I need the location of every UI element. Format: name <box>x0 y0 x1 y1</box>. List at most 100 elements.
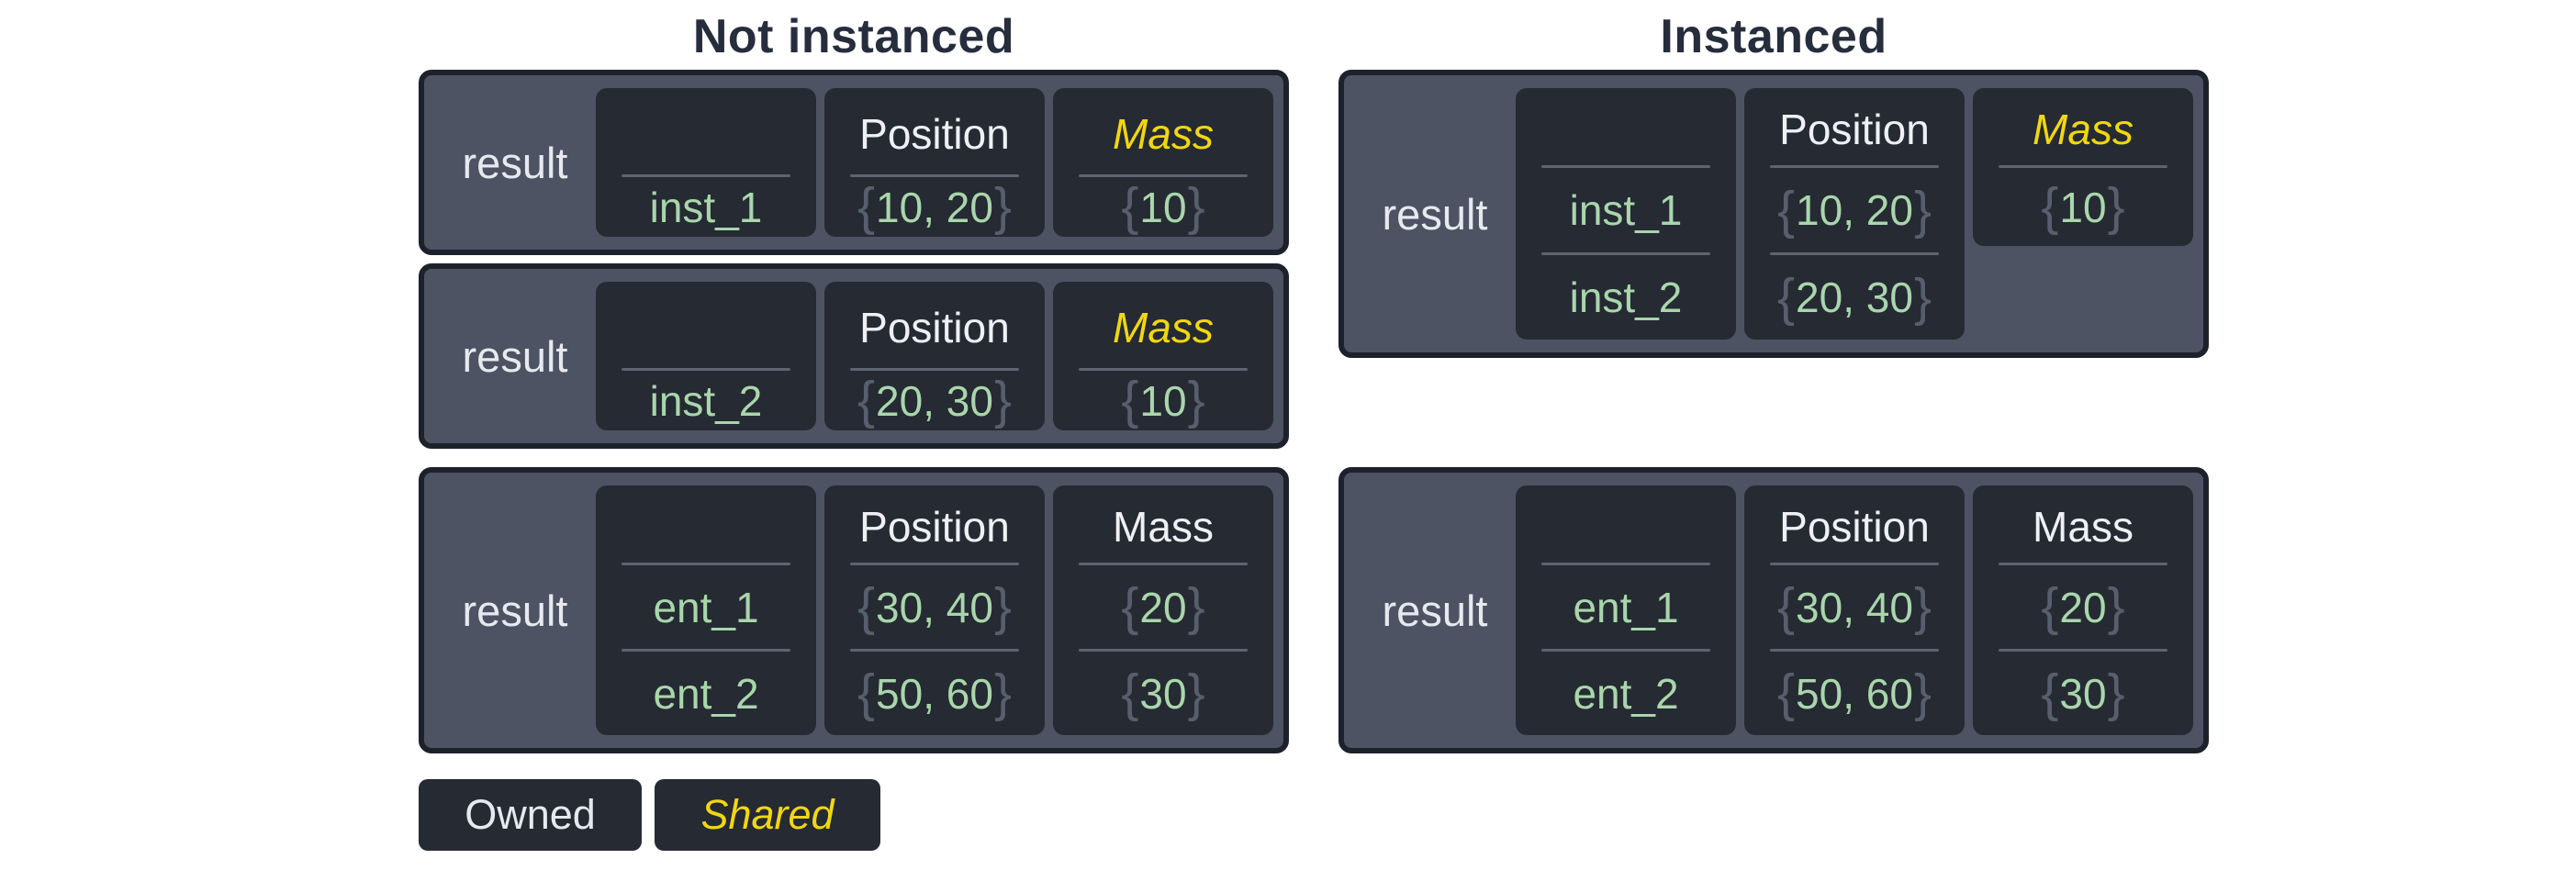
cell-divider <box>1079 174 1248 177</box>
open-brace: { <box>1121 371 1139 429</box>
position-value: {50, 60} <box>832 652 1037 735</box>
open-brace: { <box>1121 664 1139 722</box>
cell-divider <box>622 563 790 565</box>
position-header: Position <box>859 304 1010 351</box>
entity-name: ent_1 <box>653 583 759 631</box>
close-brace: } <box>1187 664 1205 722</box>
cell-divider <box>1079 368 1248 371</box>
value-text: 20 <box>1139 583 1187 631</box>
mass-cell: Mass {20} {30} <box>1053 485 1273 735</box>
result-box-not-instanced-2: result inst_2 Position {20, 30} Mass {10… <box>419 263 1289 449</box>
close-brace: } <box>1913 180 1932 240</box>
close-brace: } <box>993 664 1012 722</box>
entity-cell: inst_1 <box>596 88 816 237</box>
cell-divider <box>622 174 790 177</box>
position-value: {30, 40} <box>1752 565 1957 649</box>
value-text: 30, 40 <box>1796 583 1913 631</box>
cell-divider <box>1079 563 1248 565</box>
result-box-not-instanced-1: result inst_1 Position {10, 20} Mass {10… <box>419 70 1289 255</box>
mass-header-shared: Mass <box>2033 106 2134 153</box>
mass-value: {20} <box>1980 565 2186 649</box>
close-brace: } <box>993 177 1012 236</box>
mass-header: Mass <box>1113 503 1214 551</box>
entity-name: ent_2 <box>653 669 759 718</box>
mass-value: {10} <box>1060 371 1266 430</box>
close-brace: } <box>1913 664 1932 722</box>
position-value: {50, 60} <box>1752 652 1957 735</box>
legend-shared: Shared <box>655 779 880 851</box>
entity-name: inst_1 <box>1569 186 1683 234</box>
result-label: result <box>462 331 568 381</box>
close-brace: } <box>2107 577 2125 636</box>
result-label: result <box>1382 189 1488 239</box>
cell-divider <box>1770 165 1939 168</box>
cell-row: inst_1 inst_2 Position {10, 20} {20, 30}… <box>1516 88 2193 340</box>
close-brace: } <box>1187 371 1205 429</box>
legend-owned: Owned <box>419 779 642 851</box>
entity-name: ent_2 <box>1573 669 1679 718</box>
cell-header-empty <box>603 485 809 563</box>
open-brace: { <box>857 371 876 429</box>
value-text: 30, 40 <box>876 583 993 631</box>
cell-divider <box>1999 563 2167 565</box>
open-brace: { <box>857 577 876 636</box>
entity-name: ent_1 <box>1573 583 1679 631</box>
result-label: result <box>1382 586 1488 635</box>
entity-cell: ent_1 ent_2 <box>596 485 816 735</box>
value-text: 20, 30 <box>1796 273 1913 321</box>
position-header: Position <box>859 503 1010 551</box>
close-brace: } <box>1913 267 1932 327</box>
cell-row: ent_1 ent_2 Position {30, 40} {50, 60} M… <box>596 485 1273 735</box>
close-brace: } <box>1913 577 1932 636</box>
value-text: 20, 30 <box>876 376 993 425</box>
cell-divider <box>1999 165 2167 168</box>
mass-header-shared: Mass <box>1113 110 1214 158</box>
value-text: 10 <box>2059 183 2107 231</box>
result-box-instanced-1: result inst_1 inst_2 Position {10, 20} {… <box>1338 70 2209 358</box>
position-header: Position <box>1779 106 1930 153</box>
cell-row: inst_1 Position {10, 20} Mass {10} <box>596 88 1273 237</box>
position-value: {10, 20} <box>1752 168 1957 252</box>
open-brace: { <box>1777 267 1796 327</box>
close-brace: } <box>993 577 1012 636</box>
cell-divider <box>622 649 790 652</box>
result-label: result <box>462 138 568 187</box>
close-brace: } <box>1187 177 1205 236</box>
result-box-instanced-2: result ent_1 ent_2 Position {30, 40} {50… <box>1338 467 2209 753</box>
position-cell: Position {20, 30} <box>824 282 1045 430</box>
result-label: result <box>462 586 568 635</box>
cell-row: ent_1 ent_2 Position {30, 40} {50, 60} M… <box>1516 485 2193 735</box>
cell-divider <box>850 174 1019 177</box>
close-brace: } <box>2107 664 2125 722</box>
cell-divider <box>850 649 1019 652</box>
cell-divider <box>1541 165 1710 168</box>
title-not-instanced: Not instanced <box>692 10 1015 63</box>
cell-divider <box>622 368 790 371</box>
position-cell: Position {10, 20} <box>824 88 1045 237</box>
cell-header-empty <box>1523 485 1729 563</box>
position-cell: Position {10, 20} {20, 30} <box>1744 88 1965 340</box>
cell-divider <box>850 368 1019 371</box>
mass-header-shared: Mass <box>1113 304 1214 351</box>
cell-divider <box>1541 563 1710 565</box>
entity-cell: inst_1 inst_2 <box>1516 88 1736 340</box>
position-cell: Position {30, 40} {50, 60} <box>824 485 1045 735</box>
result-box-not-instanced-3: result ent_1 ent_2 Position {30, 40} {50… <box>419 467 1289 753</box>
close-brace: } <box>2107 177 2125 236</box>
title-instanced: Instanced <box>1660 10 1887 63</box>
value-text: 20 <box>2059 583 2107 631</box>
close-brace: } <box>1187 577 1205 636</box>
mass-value: {20} <box>1060 565 1266 649</box>
cell-header-empty <box>1523 88 1729 165</box>
entity-name: inst_2 <box>1569 273 1683 321</box>
open-brace: { <box>2041 177 2059 236</box>
entity-name: inst_2 <box>649 376 763 425</box>
mass-value: {30} <box>1060 652 1266 735</box>
value-text: 50, 60 <box>1796 669 1913 718</box>
mass-cell: Mass {10} <box>1053 88 1273 237</box>
open-brace: { <box>1777 664 1796 722</box>
open-brace: { <box>1777 577 1796 636</box>
position-value: {10, 20} <box>832 177 1037 237</box>
value-text: 10, 20 <box>876 183 993 231</box>
value-text: 10 <box>1139 376 1187 425</box>
